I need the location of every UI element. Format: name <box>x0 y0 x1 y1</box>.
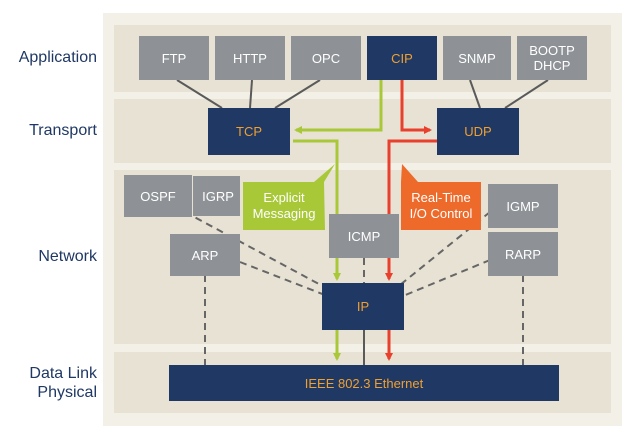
igmp-ip-dashed <box>399 211 491 286</box>
arp-box: ARP <box>170 234 240 276</box>
layer-label-transport: Transport <box>29 122 97 139</box>
realtime-io-callout: Real-Time I/O Control <box>401 182 481 230</box>
layer-label-network: Network <box>38 248 97 265</box>
realtime-cip-udp-path <box>400 80 432 134</box>
igmp-box: IGMP <box>488 184 558 228</box>
http-tcp-connector <box>249 79 253 109</box>
ethernet-bar: IEEE 802.3 Ethernet <box>169 365 559 401</box>
explicit-cip-tcp-path <box>294 80 383 134</box>
dhcp-label: DHCP <box>533 58 571 73</box>
explicit-messaging-callout: Explicit Messaging <box>243 182 325 230</box>
rarp-box: RARP <box>488 232 558 276</box>
rarp-ip-dashed <box>402 259 491 297</box>
bootp-label: BOOTP <box>529 43 575 58</box>
layer-label-datalink-line2: Physical <box>37 384 97 401</box>
layer-label-datalink-line1: Data Link <box>29 365 97 382</box>
udp-box: UDP <box>437 108 519 155</box>
explicit-messaging-line1: Explicit <box>263 190 305 205</box>
http-box: HTTP <box>215 36 285 80</box>
icmp-box: ICMP <box>329 214 399 258</box>
ftp-tcp-connector <box>176 79 223 109</box>
bootp-dhcp-box: BOOTP DHCP <box>517 36 587 80</box>
opc-box: OPC <box>291 36 361 80</box>
explicit-messaging-callout-shape <box>243 164 335 230</box>
explicit-messaging-line2: Messaging <box>252 206 316 221</box>
snmp-box: SNMP <box>443 36 511 80</box>
snmp-udp-connector <box>469 79 481 109</box>
ftp-box: FTP <box>139 36 209 80</box>
ospf-ip-dashed <box>184 211 331 291</box>
realtime-io-callout-shape <box>401 164 481 230</box>
ospf-box: OSPF <box>123 174 193 218</box>
bootp-udp-connector <box>504 79 549 109</box>
realtime-io-line2: I/O Control <box>409 206 473 221</box>
realtime-io-line1: Real-Time <box>411 190 471 205</box>
opc-tcp-connector <box>274 79 321 109</box>
arp-ip-dashed <box>239 261 326 296</box>
layer-label-datalink: Data Link Physical <box>5 364 97 402</box>
cip-box: CIP <box>367 36 437 80</box>
ip-box: IP <box>322 283 404 330</box>
tcp-box: TCP <box>208 108 290 155</box>
layer-label-application: Application <box>18 49 97 66</box>
